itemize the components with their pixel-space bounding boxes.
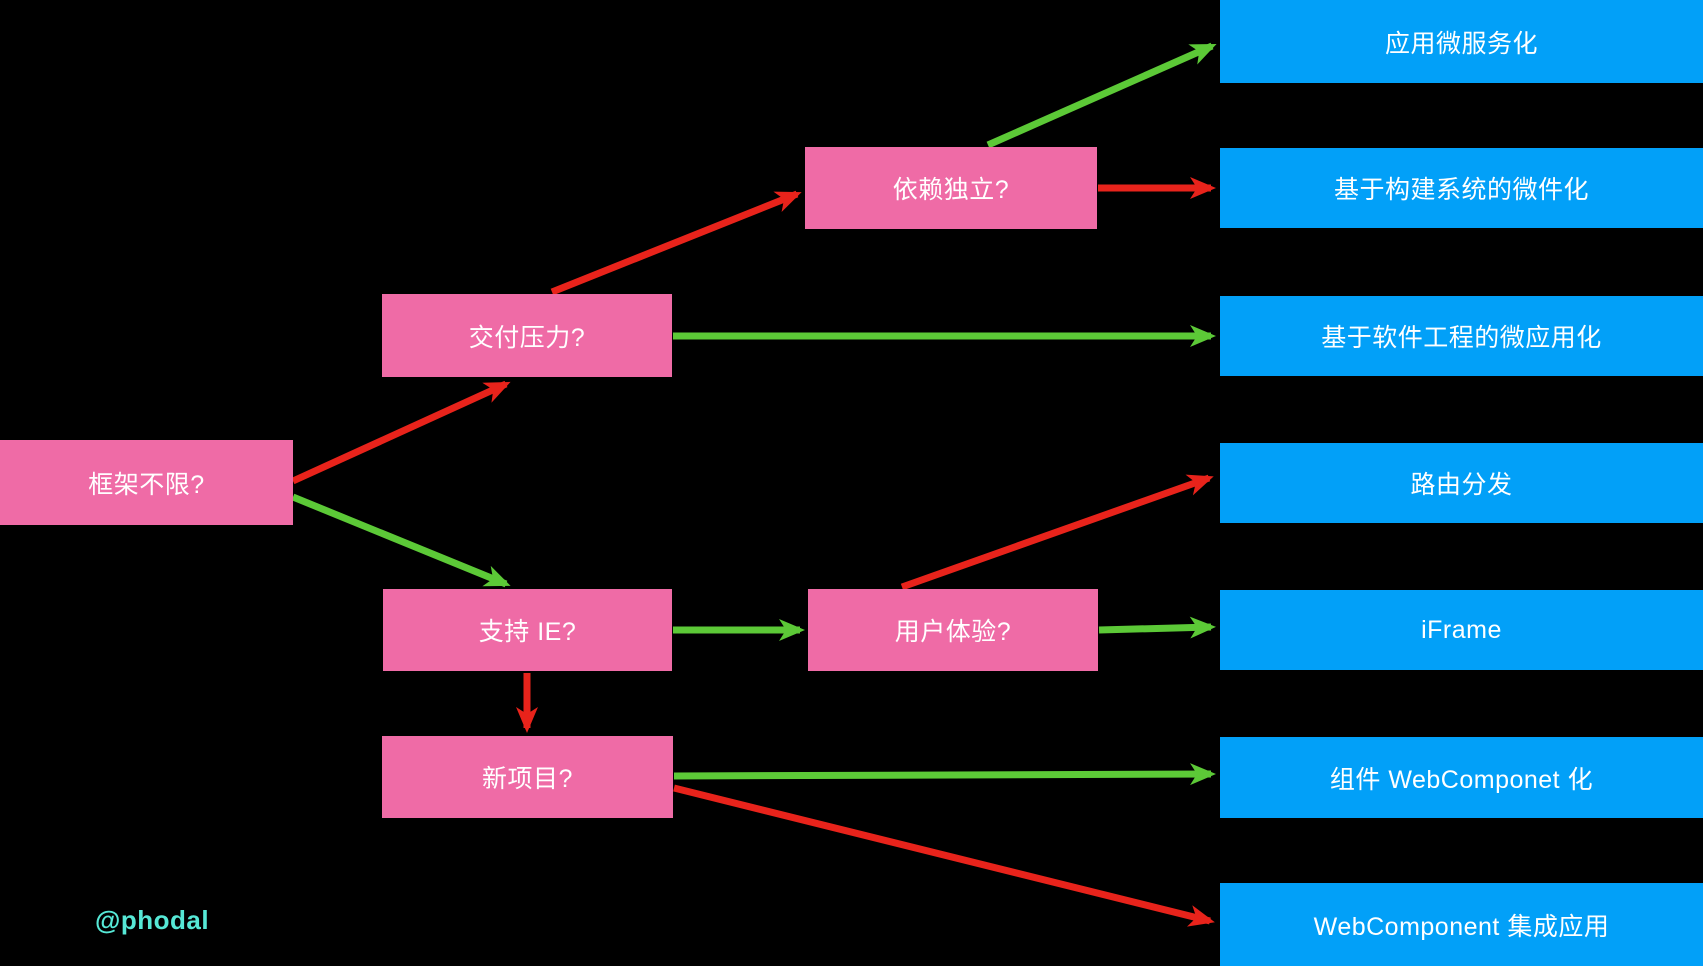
decision-node-framework: 框架不限? [0,440,293,525]
outcome-node-software-engineering-microapps: 基于软件工程的微应用化 [1220,296,1703,376]
decision-node-dependency-independent: 依赖独立? [805,147,1097,229]
edge-delivery-pressure-to-dependency-independent [550,190,802,296]
decision-node-user-experience: 用户体验? [808,589,1098,671]
outcome-node-build-system-widgets: 基于构建系统的微件化 [1220,148,1703,228]
outcome-node-webcomponent-integration: WebComponent 集成应用 [1220,883,1703,966]
decision-node-support-ie: 支持 IE? [383,589,672,671]
decision-node-new-project: 新项目? [382,736,673,818]
outcome-node-route-distribution: 路由分发 [1220,443,1703,523]
decision-node-delivery-pressure: 交付压力? [382,294,672,377]
edge-dependency-independent-to-app-microservices [986,42,1217,149]
edge-user-experience-to-route-distribution [900,474,1214,591]
watermark-author: @phodal [95,905,210,935]
edge-user-experience-to-iframe [1098,616,1216,639]
outcome-node-iframe: iFrame [1220,590,1703,670]
edge-framework-to-delivery-pressure [291,380,511,485]
edge-new-project-to-webcomponent-components [673,763,1216,786]
edge-framework-to-support-ie [291,493,511,588]
edge-new-project-to-webcomponent-integration [673,784,1215,927]
outcome-node-webcomponent-components: 组件 WebComponet 化 [1220,737,1703,818]
outcome-node-app-microservices: 应用微服务化 [1220,0,1703,83]
